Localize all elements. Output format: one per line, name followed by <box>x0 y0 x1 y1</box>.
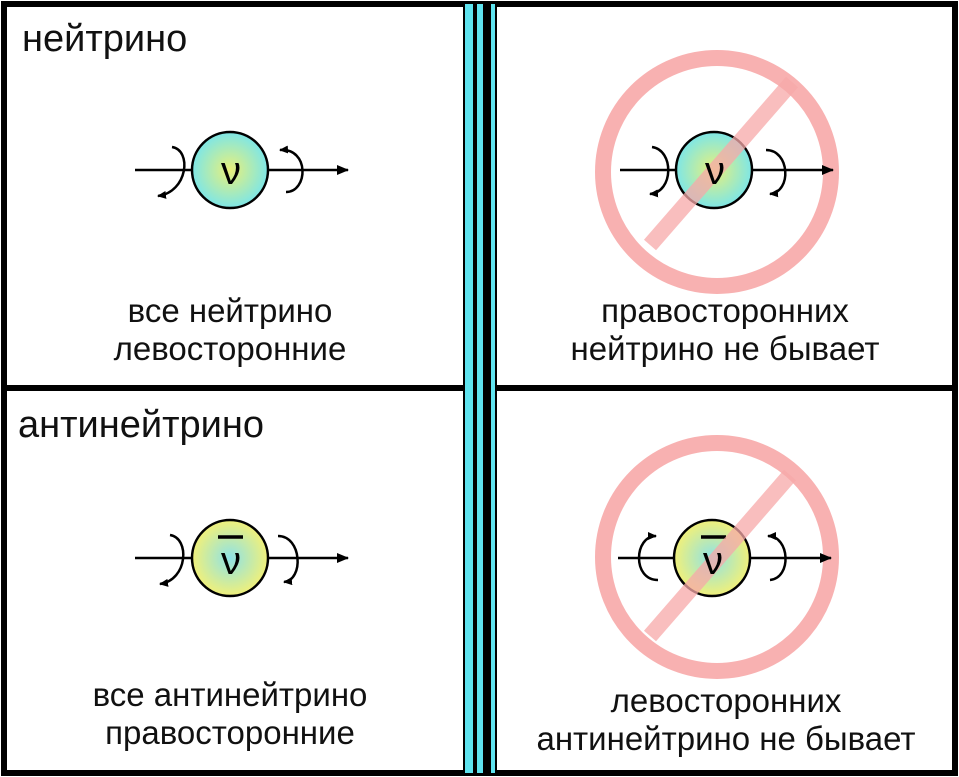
particle-symbol: ν <box>221 539 241 583</box>
particle-symbol: ν <box>221 149 241 193</box>
caption-line: правосторонних <box>601 292 849 329</box>
spin-arrow-right-icon <box>765 148 787 198</box>
particle-symbol: ν <box>705 149 725 193</box>
neutrino-particle <box>190 130 270 210</box>
caption-line: все антинейтрино <box>92 676 368 713</box>
spin-arrow-left-icon <box>637 532 659 582</box>
spin-arrow-left-icon <box>649 145 670 198</box>
prohibition-slash <box>643 76 799 251</box>
caption-neutrino-forbidden: правосторонних нейтрино не бывает <box>505 292 945 368</box>
prohibition-slash <box>643 469 797 642</box>
caption-antineutrino-allowed: все антинейтрино правосторонние <box>20 676 440 752</box>
panel-heading-neutrino: нейтрино <box>22 18 188 60</box>
caption-line: левосторонние <box>113 330 347 367</box>
caption-line: левосторонних <box>610 682 842 719</box>
caption-line: все нейтрино <box>127 292 333 329</box>
panel-heading-antineutrino: антинейтрино <box>18 404 264 446</box>
antineutrino-particle <box>190 518 270 598</box>
antineutrino-forbidden-diagram <box>595 435 839 679</box>
neutrino-forbidden-diagram <box>595 50 839 294</box>
particle-symbol: ν <box>703 539 723 583</box>
caption-line: нейтрино не бывает <box>570 330 880 367</box>
caption-line: правосторонние <box>105 714 355 751</box>
antineutrino-allowed-diagram <box>135 518 349 598</box>
spin-arrow-right-icon <box>277 534 299 586</box>
caption-line: антинейтрино не бывает <box>536 720 916 757</box>
neutrino-allowed-diagram <box>135 130 349 210</box>
spin-arrow-left-icon <box>157 145 186 199</box>
caption-neutrino-allowed: все нейтрино левосторонние <box>40 292 420 368</box>
spin-arrow-right-icon <box>767 532 787 582</box>
spin-arrow-left-icon <box>159 533 185 587</box>
spin-arrow-right-icon <box>279 145 304 194</box>
caption-antineutrino-forbidden: левосторонних антинейтрино не бывает <box>500 682 952 758</box>
